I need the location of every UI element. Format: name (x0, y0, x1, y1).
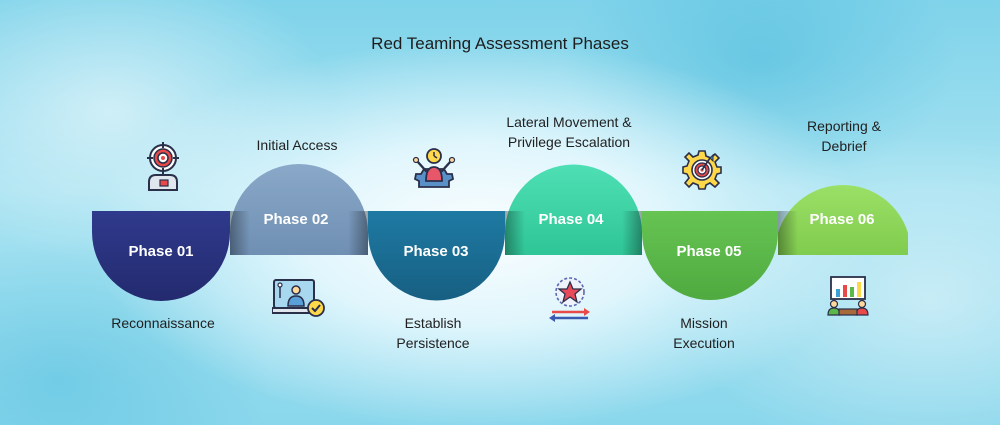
phase-04-caption-line-1: Lateral Movement & (506, 114, 632, 130)
phase-03-segment (368, 211, 505, 301)
presentation-board-icon (827, 276, 869, 316)
phase-01-caption: Reconnaissance (111, 313, 215, 333)
phase-05-segment (642, 211, 778, 300)
phase-04-caption-line-2: Privilege Escalation (507, 134, 631, 150)
phase-02-caption: Initial Access (257, 135, 338, 155)
phase-02-caption-line: Initial Access (256, 137, 338, 153)
phase-04-badge: Phase 04 (538, 211, 604, 228)
phase-06-caption-line-2: Debrief (821, 138, 867, 154)
phase-04-caption: Lateral Movement & Privilege Escalation (506, 112, 631, 152)
phase-03-caption-line-2: Persistence (396, 335, 470, 351)
phase-05-badge: Phase 05 (676, 243, 741, 260)
laptop-access-icon (272, 279, 325, 317)
phase-03-caption: Establish Persistence (396, 313, 469, 353)
phase-01-badge: Phase 01 (128, 243, 193, 260)
phase-02-segment (230, 164, 368, 255)
phase-06-segment (778, 184, 908, 255)
phase-06-caption: Reporting & Debrief (807, 116, 881, 156)
phase-03-caption-line-1: Establish (404, 315, 462, 331)
phase-05-caption-line-2: Execution (673, 335, 735, 351)
phase-02-badge: Phase 02 (263, 211, 328, 228)
star-arrows-icon (549, 277, 590, 322)
phase-06-caption-line-1: Reporting & (807, 118, 881, 134)
phase-06-badge: Phase 06 (809, 211, 874, 228)
phase-05-caption: Mission Execution (673, 313, 734, 353)
user-gear-icon (412, 148, 456, 188)
page-title: Red Teaming Assessment Phases (371, 34, 629, 53)
phase-04-segment (505, 164, 642, 255)
phase-03-badge: Phase 03 (403, 243, 468, 260)
phase-01-caption-line: Reconnaissance (111, 315, 215, 331)
phase-05-caption-line-1: Mission (680, 315, 728, 331)
target-user-icon (147, 142, 179, 191)
phase-01-segment (92, 211, 230, 301)
target-gear-icon (682, 150, 722, 190)
